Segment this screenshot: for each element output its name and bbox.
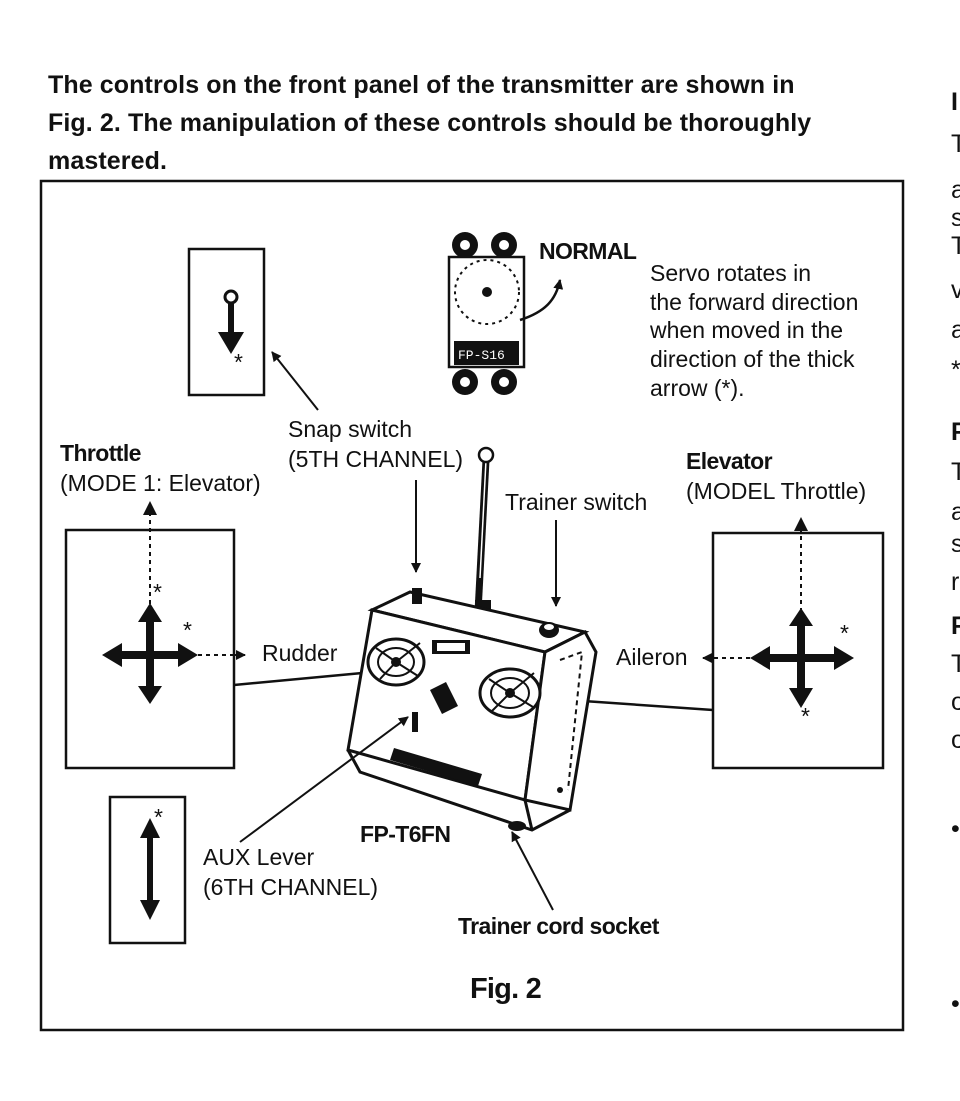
throttle-title: Throttle xyxy=(60,440,141,466)
servo-illustration: FP-S16 xyxy=(447,232,526,395)
clipped-fragment: T xyxy=(951,130,960,158)
transmitter-illustration xyxy=(346,446,598,832)
clipped-fragment: • xyxy=(951,815,960,843)
left-panel-asterisk-right: * xyxy=(183,617,192,643)
aux-lever-channel: (6TH CHANNEL) xyxy=(203,874,378,900)
throttle-subtitle: (MODE 1: Elevator) xyxy=(60,470,261,496)
intro-paragraph: The controls on the front panel of the t… xyxy=(48,66,910,180)
normal-label: NORMAL xyxy=(539,238,637,264)
clipped-fragment: a xyxy=(951,498,960,526)
aileron-label: Aileron xyxy=(616,644,688,670)
servo-text-1: Servo rotates in xyxy=(650,260,811,286)
snap-switch-panel: * xyxy=(187,247,266,397)
clipped-fragment: s xyxy=(951,530,960,558)
right-panel-asterisk-right: * xyxy=(840,620,849,646)
clipped-fragment: F xyxy=(951,612,960,640)
servo-text-2: the forward direction xyxy=(650,289,858,315)
snap-panel-asterisk: * xyxy=(234,349,243,375)
servo-rotation-arrow xyxy=(519,279,564,322)
intro-line-1: The controls on the front panel of the t… xyxy=(48,71,795,99)
clipped-fragment: T xyxy=(951,232,960,260)
snap-switch-label: Snap switch xyxy=(288,416,412,442)
left-panel-asterisk-up: * xyxy=(153,579,162,605)
trainer-switch-label: Trainer switch xyxy=(505,489,647,515)
clipped-fragment: s xyxy=(951,204,960,232)
clipped-fragment: a xyxy=(951,316,960,344)
clipped-fragment: * xyxy=(951,356,960,384)
aux-lever-pointer xyxy=(239,716,409,843)
intro-line-2: Fig. 2. The manipulation of these contro… xyxy=(48,109,812,137)
clipped-fragment: o xyxy=(951,726,960,754)
figure-caption: Fig. 2 xyxy=(470,973,541,1005)
right-stick-panel: * * xyxy=(711,517,885,770)
servo-text-4: direction of the thick xyxy=(650,346,855,372)
elevator-title: Elevator xyxy=(686,448,773,474)
clipped-fragment: r xyxy=(951,568,960,596)
aux-panel-asterisk: * xyxy=(154,804,163,830)
servo-text-5: arrow (*). xyxy=(650,375,745,401)
snap-switch-channel: (5TH CHANNEL) xyxy=(288,446,463,472)
clipped-fragment: F xyxy=(951,418,960,446)
trainer-cord-socket-label: Trainer cord socket xyxy=(458,913,660,939)
servo-text-3: when moved in the xyxy=(649,317,843,343)
clipped-fragment: T xyxy=(951,458,960,486)
servo-model: FP-S16 xyxy=(458,348,505,363)
intro-line-3: mastered. xyxy=(48,147,168,175)
transmitter-model: FP-T6FN xyxy=(360,821,450,847)
rudder-label: Rudder xyxy=(262,640,338,666)
aux-lever-label: AUX Lever xyxy=(203,844,315,870)
clipped-fragment: v xyxy=(951,276,960,304)
clipped-fragment: o xyxy=(951,688,960,716)
aux-lever-panel: * xyxy=(108,795,187,945)
clipped-fragment: T xyxy=(951,650,960,678)
left-stick-link xyxy=(233,670,374,687)
right-panel-asterisk-down: * xyxy=(801,703,810,729)
left-stick-panel: * * xyxy=(64,501,236,770)
snap-switch-pointer xyxy=(271,351,319,411)
figure-frame xyxy=(39,179,905,1032)
clipped-fragment: • xyxy=(951,990,960,1018)
clipped-fragment: a xyxy=(951,176,960,204)
clipped-fragment: I xyxy=(951,88,958,116)
elevator-subtitle: (MODEL Throttle) xyxy=(686,478,866,504)
trainer-cord-pointer xyxy=(511,831,554,911)
